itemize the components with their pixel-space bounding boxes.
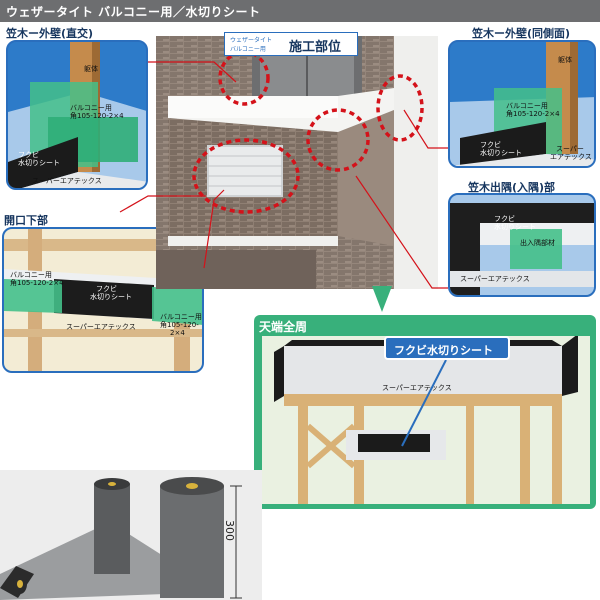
label-fukubi-sheet: 水切りシート [494, 223, 536, 231]
label-super-airtex: スーパーエアテックス [66, 323, 136, 331]
page-title: ウェザータイト バルコニー用／水切りシート [6, 5, 261, 19]
label-frame: 躯体 [84, 65, 98, 73]
section-title-top-right: 笠木ー外壁(同側面) [472, 27, 571, 40]
callout-fukubi-sheet: フクビ水切りシート [384, 336, 510, 360]
header-bar: ウェザータイト バルコニー用／水切りシート [0, 0, 600, 22]
detail-panel-top-left: 躯体 バルコニー用 角105-120-2×4 フクビ 水切りシート スーパーエア… [6, 40, 148, 190]
dimension-label: 300 [223, 520, 236, 541]
label-fukubi: フクビ [480, 141, 501, 149]
label-fukubi-sheet: 水切りシート [18, 159, 60, 167]
label-balcony-sheet: バルコニー用 [70, 104, 112, 112]
label-fukubi: フクビ [18, 151, 39, 159]
product-photo [0, 470, 262, 600]
location-tag: ウェザータイト バルコニー用 施工部位 [224, 32, 358, 56]
label-balcony-code-right-2: 2×4 [170, 329, 185, 337]
label-corner-part: 出入隅部材 [520, 239, 555, 247]
section-title-mid-left: 開口下部 [4, 214, 48, 227]
location-tag-title: 施工部位 [289, 40, 342, 55]
label-balcony-code: 角105-120-2×4 [10, 279, 64, 287]
label-balcony-sheet-right: バルコニー用 [160, 313, 202, 321]
detail-illustration-mid-left [4, 229, 202, 371]
building-drawing [156, 36, 438, 289]
detail-illustration-bottom-right [262, 336, 590, 504]
detail-panel-bottom-right: スーパーエアテックス [262, 336, 590, 504]
detail-illustration-top-left [8, 42, 146, 188]
label-balcony-code: 角105-120-2×4 [506, 110, 560, 118]
label-fukubi-sheet: 水切りシート [480, 149, 522, 157]
label-fukubi-sheet: 水切りシート [90, 293, 132, 301]
label-super-airtex: スーパーエアテックス [460, 275, 530, 283]
detail-illustration-top-right [450, 42, 594, 166]
detail-panel-mid-left: バルコニー用 角105-120-2×4 フクビ 水切りシート バルコニー用 角1… [2, 227, 204, 373]
location-tag-type: バルコニー用 [230, 46, 266, 53]
section-title-mid-right: 笠木出隅(入隅)部 [468, 181, 556, 194]
building-illustration [156, 36, 438, 289]
detail-panel-mid-right: フクビ 水切りシート 出入隅部材 スーパーエアテックス [448, 193, 596, 297]
label-super-airtex: スーパーエアテックス [32, 177, 102, 185]
location-tag-brand: ウェザータイト [230, 37, 273, 44]
section-title-bottom-right: 天端全周 [259, 320, 308, 334]
label-airtex: エアテックス [550, 153, 592, 161]
label-balcony-sheet: バルコニー用 [506, 102, 548, 110]
detail-panel-top-right: 躯体 バルコニー用 角105-120-2×4 フクビ 水切りシート スーパー エ… [448, 40, 596, 168]
section-title-top-left: 笠木ー外壁(直交) [6, 27, 94, 40]
label-super-airtex: スーパーエアテックス [382, 384, 452, 392]
label-balcony-sheet: バルコニー用 [10, 271, 52, 279]
label-super: スーパー [556, 145, 584, 153]
label-balcony-code-right: 角105-120- [160, 321, 199, 329]
callout-text: フクビ水切りシート [394, 344, 493, 357]
product-rolls [0, 470, 262, 600]
label-fukubi: フクビ [494, 215, 515, 223]
label-frame: 躯体 [558, 56, 572, 64]
detail-illustration-mid-right [450, 195, 594, 295]
label-balcony-code: 角105-120-2×4 [70, 112, 124, 120]
label-fukubi: フクビ [96, 285, 117, 293]
